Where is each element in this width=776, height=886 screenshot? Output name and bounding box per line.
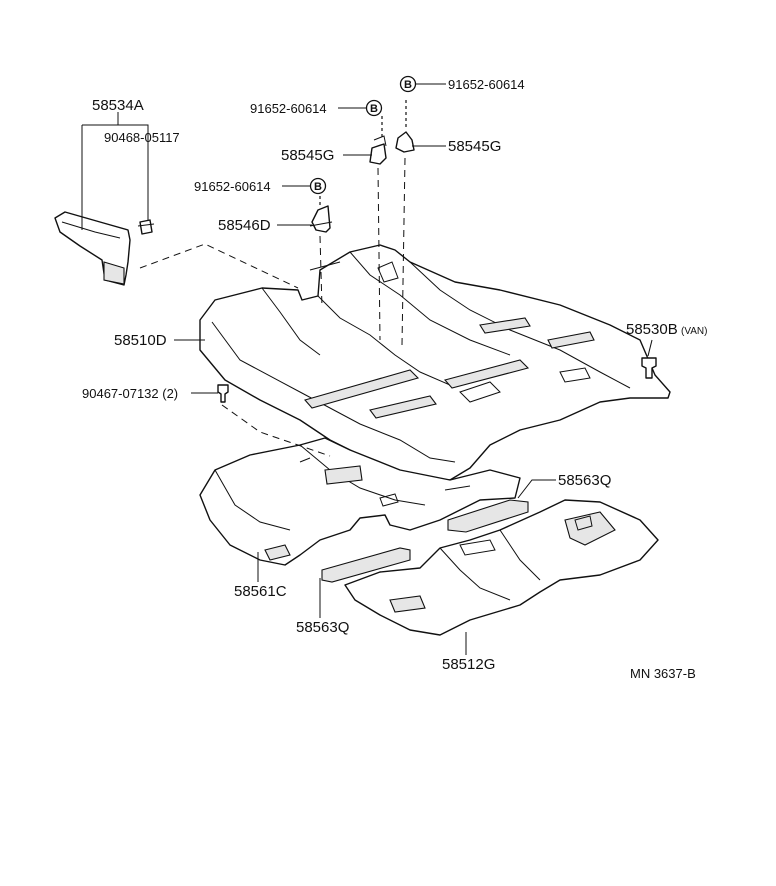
bolt-badge-text: B	[370, 103, 378, 115]
label-58512g: 58512G	[442, 656, 495, 673]
bracket-58546d	[309, 205, 333, 233]
bolt-badge-left: B	[365, 99, 383, 117]
filler-strip-58563q-right	[447, 499, 529, 533]
bolt-badge-mid: B	[309, 177, 327, 195]
label-58563q-left: 58563Q	[296, 619, 349, 636]
label-58563q-right: 58563Q	[558, 472, 611, 489]
bolt-badge-text: B	[314, 181, 322, 193]
label-58545g-left: 58545G	[281, 147, 334, 164]
label-58534a: 58534A	[92, 97, 144, 114]
label-58530b-note: (VAN)	[681, 326, 707, 337]
bracket-58545g-right	[395, 131, 415, 153]
clip-90467-07132	[217, 384, 229, 403]
label-91652-60614-top: 91652-60614	[448, 77, 525, 92]
floor-carpet-58561c	[199, 437, 521, 566]
bolt-badge-text: B	[404, 79, 412, 91]
label-58510d: 58510D	[114, 332, 167, 349]
label-58530b: 58530B	[626, 321, 678, 338]
leader-lines	[81, 83, 653, 655]
label-58546d: 58546D	[218, 217, 271, 234]
side-panel-58534a	[54, 211, 131, 286]
clip-90468-05117	[137, 219, 155, 235]
bolt-badge-top: B	[399, 75, 417, 93]
bracket-58545g-left	[369, 135, 387, 165]
label-58545g-right: 58545G	[448, 138, 501, 155]
filler-strip-58563q-left	[321, 547, 411, 583]
clip-58530b	[641, 357, 657, 379]
floor-carpet-58510d	[199, 244, 671, 481]
floor-carpet-58512g	[344, 499, 659, 636]
label-91652-60614-left: 91652-60614	[250, 101, 327, 116]
label-58561c: 58561C	[234, 583, 287, 600]
label-90468-05117: 90468-05117	[104, 130, 180, 145]
dashed-guides	[139, 100, 407, 457]
diagram-code: MN 3637-B	[630, 666, 696, 681]
label-91652-60614-mid: 91652-60614	[194, 179, 271, 194]
label-90467-07132: 90467-07132 (2)	[82, 386, 178, 401]
